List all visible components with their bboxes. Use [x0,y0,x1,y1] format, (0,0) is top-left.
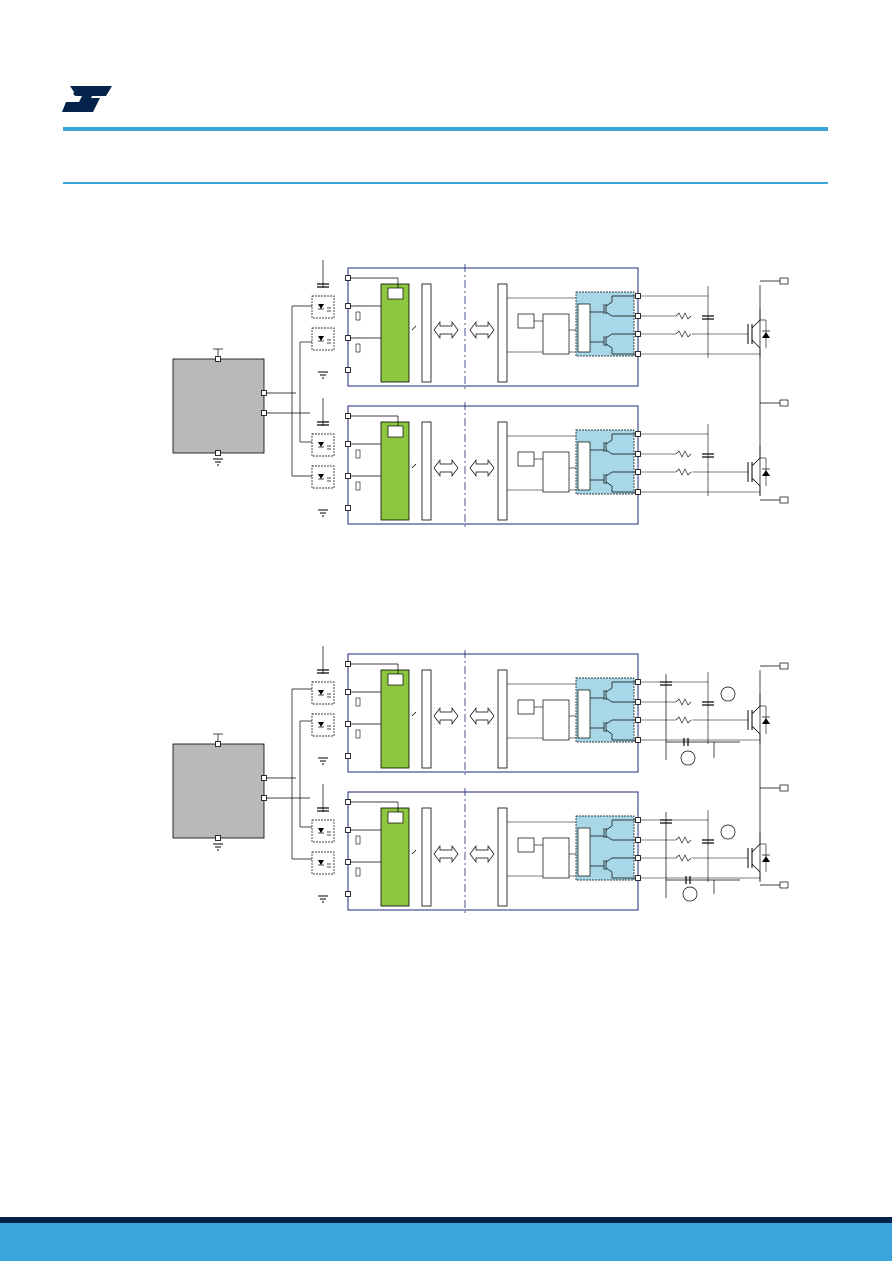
header-top-rule [63,127,828,131]
terminal-out-2 [779,784,789,792]
terminal-minus-2 [779,881,789,889]
terminal-minus [779,496,789,504]
driver-channel-high [312,260,770,390]
terminal-plus-2 [779,662,789,670]
driver-channel-low [312,398,770,528]
controller-block-2 [172,743,265,839]
footer-blue-band [0,1223,892,1261]
terminal-plus [779,277,789,285]
terminal-out [779,399,789,407]
footer-dark-band [0,1217,892,1223]
header-bottom-rule [63,182,828,184]
half-bridge-driver-figure [172,245,789,545]
driver-channel-high-2 [312,646,770,776]
half-bridge-driver-figure-with-sensing [172,630,789,920]
driver-channel-low-2 [312,784,770,914]
st-logo [62,86,112,112]
controller-block [172,358,265,454]
